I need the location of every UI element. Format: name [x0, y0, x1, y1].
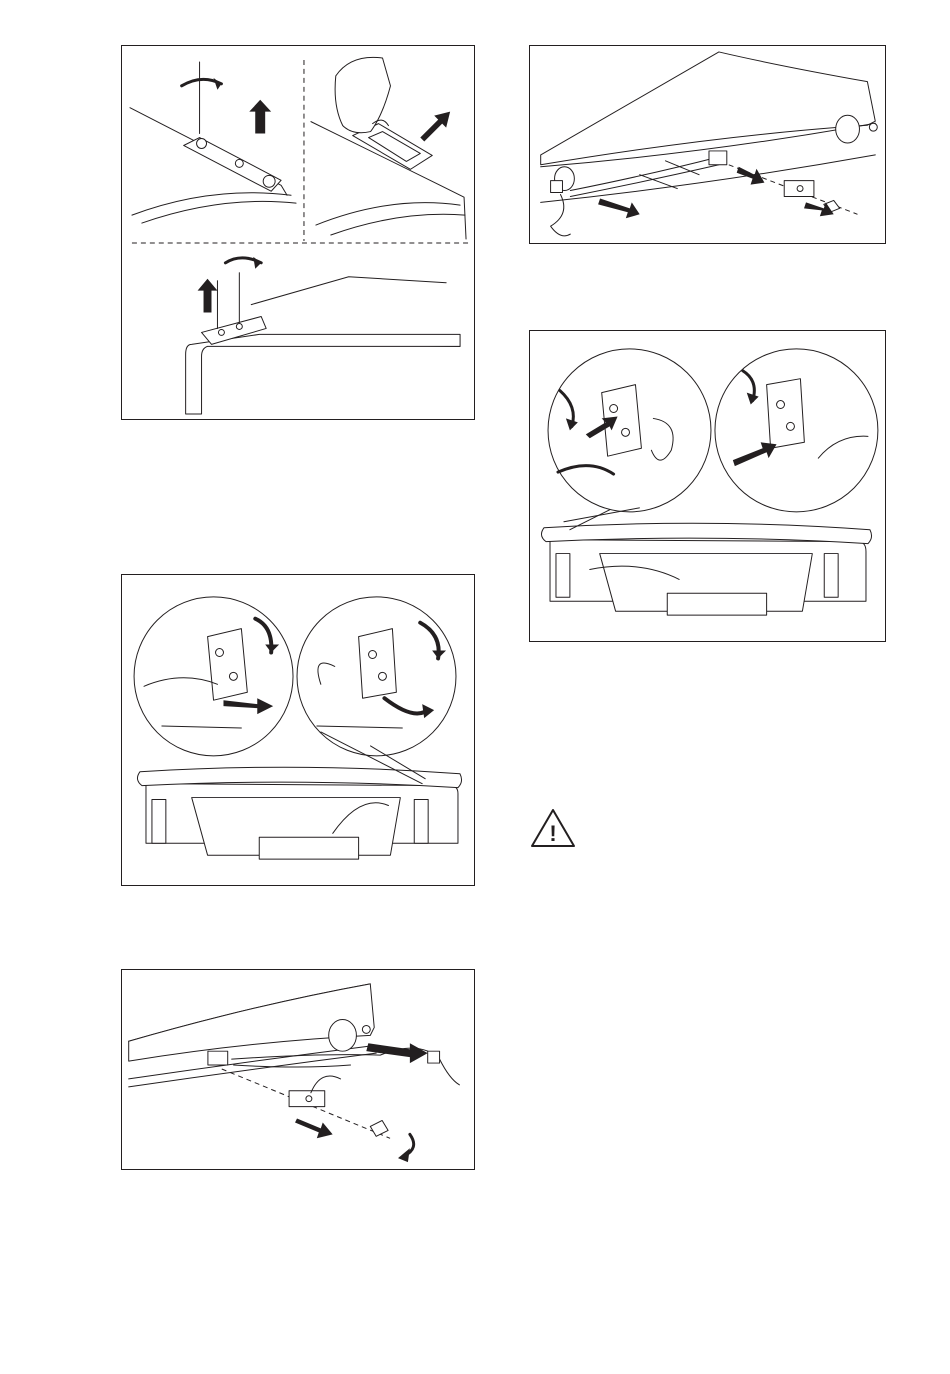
warning-triangle-icon: !: [529, 807, 577, 849]
figure-cable-insertion: [529, 45, 886, 244]
figure-bottom-hinge-install: [529, 330, 886, 642]
bottom-hinge-removal-illustration: [122, 575, 474, 885]
figure-bottom-hinge-removal: [121, 574, 475, 886]
figure-cable-removal: [121, 969, 475, 1170]
bottom-hinge-install-illustration: [530, 331, 885, 641]
figure-top-hinge-removal: [121, 45, 475, 420]
cable-insertion-illustration: [530, 46, 885, 243]
top-hinge-illustration: [122, 46, 474, 419]
warning-symbol: !: [549, 821, 556, 846]
cable-removal-illustration: [122, 970, 474, 1169]
